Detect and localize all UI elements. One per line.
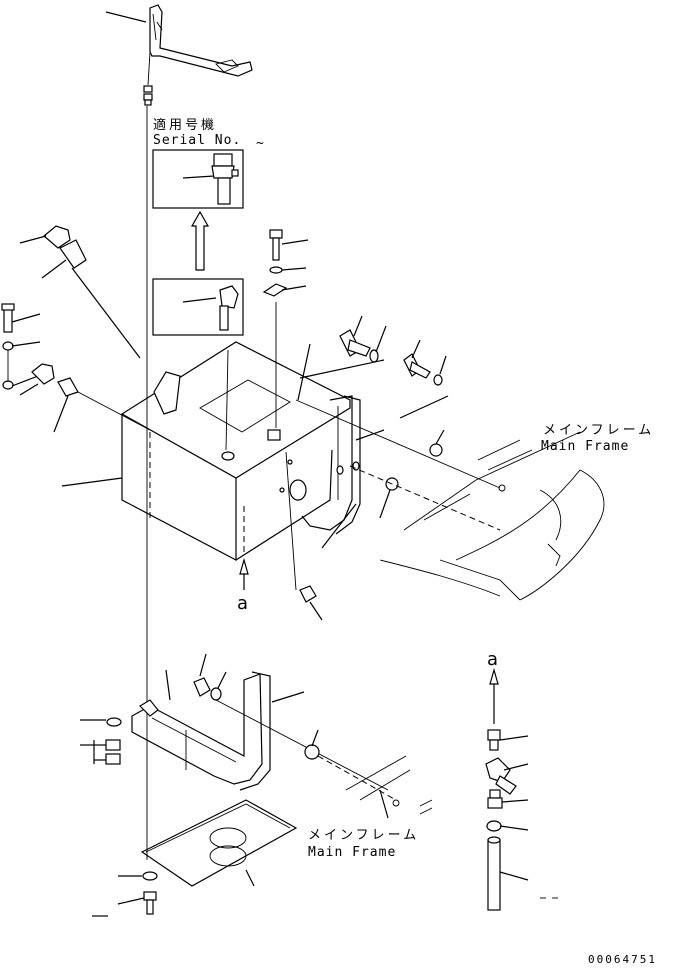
upgrade-arrow	[190, 210, 210, 271]
main-frame-upper-sketch	[379, 431, 605, 601]
sensor-box-old	[152, 278, 244, 336]
drawing-number: 00064751	[588, 953, 657, 966]
view-marker-detail: a	[487, 649, 500, 670]
fuel-tank	[61, 302, 351, 561]
serial-range-symbol: ~	[256, 136, 265, 151]
main-frame-lower-en: Main Frame	[308, 845, 397, 860]
left-fittings	[1, 225, 151, 433]
main-frame-upper-en: Main Frame	[541, 439, 630, 454]
tank-bracket-upper	[295, 343, 506, 549]
view-marker-main: a	[237, 593, 250, 614]
sensor-box-new	[152, 149, 244, 209]
lower-left-hardware	[80, 717, 122, 765]
tank-bracket-lower	[131, 653, 433, 819]
breather-pipe	[105, 4, 253, 106]
serial-en-label: Serial No.	[153, 133, 242, 148]
right-top-bolts	[262, 229, 447, 386]
main-frame-lower-jp: メインフレーム	[308, 828, 420, 843]
detail-a	[485, 667, 558, 911]
main-frame-upper-jp: メインフレーム	[543, 423, 655, 438]
under-plate	[92, 799, 298, 917]
drain-plug	[239, 451, 323, 621]
serial-jp-label: 適用号機	[153, 118, 218, 133]
